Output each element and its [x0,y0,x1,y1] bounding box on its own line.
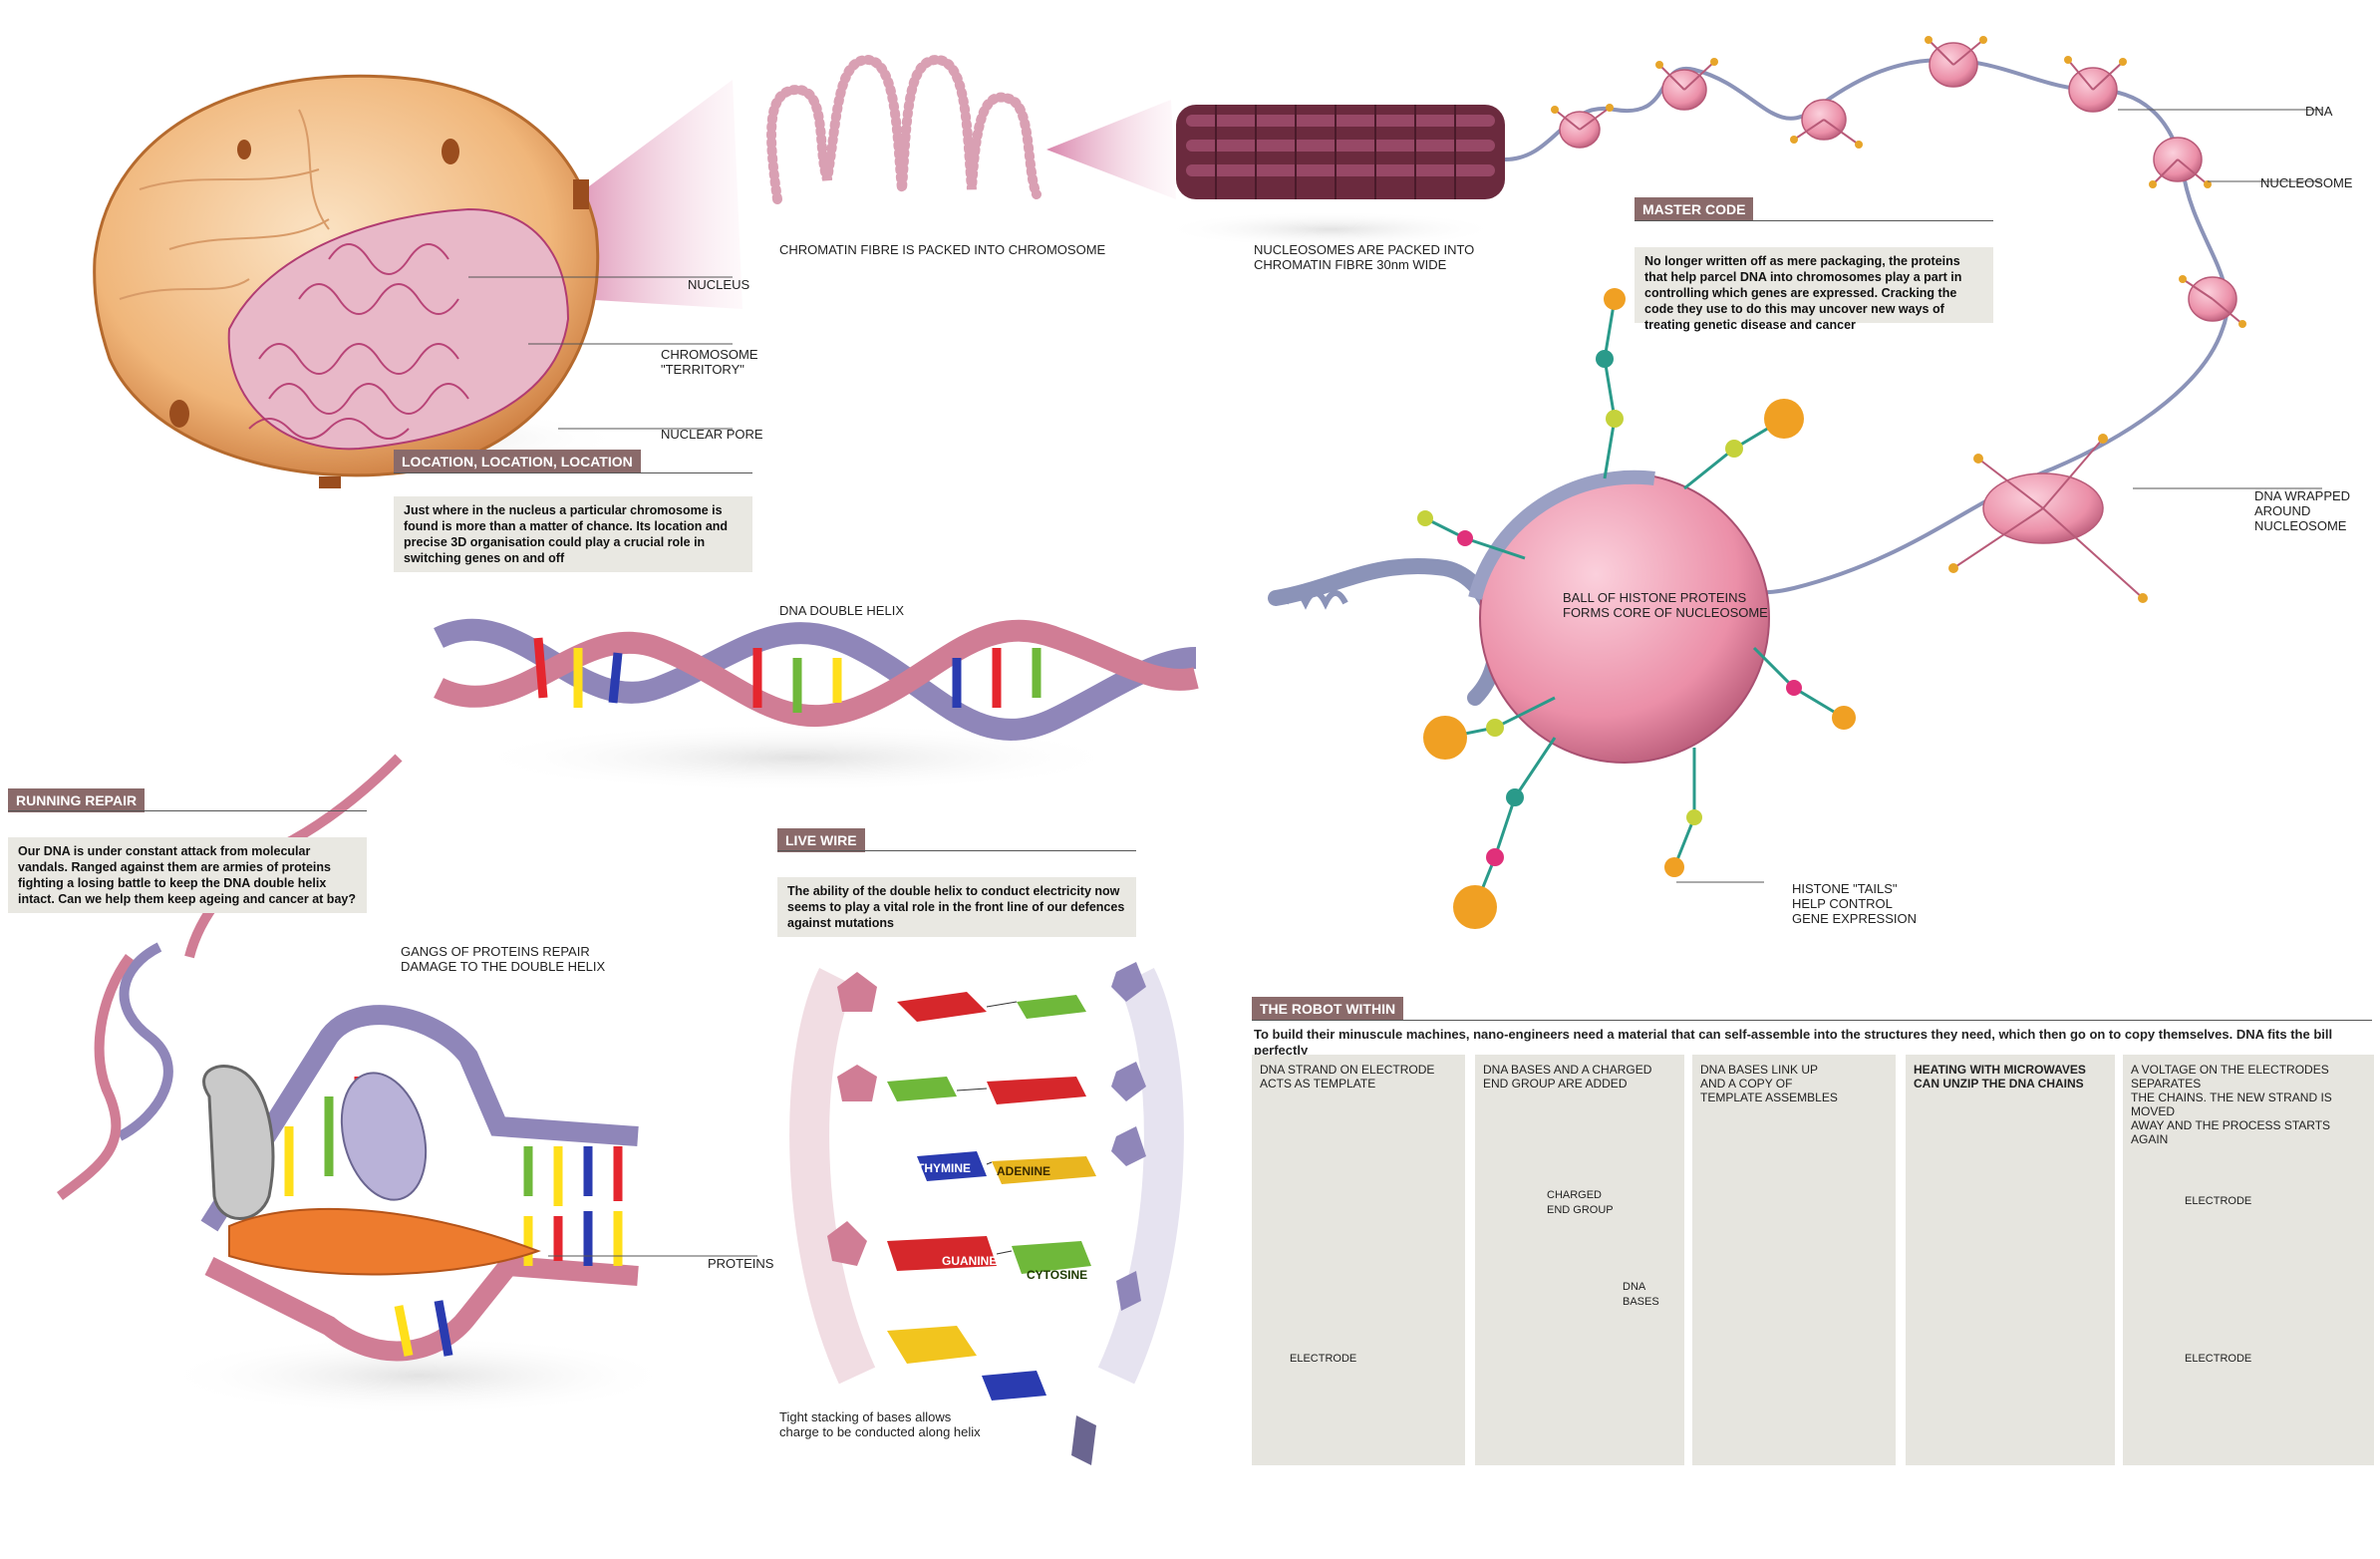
text-running-repair: Our DNA is under constant attack from mo… [8,837,367,913]
label-chromatin-fibre: CHROMATIN FIBRE IS PACKED INTO CHROMOSOM… [779,242,1106,257]
base-thymine: THYMINE [917,1161,971,1175]
label-nucleus: NUCLEUS [688,277,750,292]
robot-panel-2-text: DNA BASES AND A CHARGED END GROUP ARE AD… [1483,1063,1652,1091]
heading-master-code-rule [1635,220,1993,221]
dna-double-helix [57,618,1199,1201]
leader-lines [468,109,2322,1257]
heading-location-rule [394,472,752,473]
label-proteins: PROTEINS [708,1256,774,1271]
label-dna-double-helix: DNA DOUBLE HELIX [779,603,904,618]
heading-robot-within: THE ROBOT WITHIN [1252,997,1404,1021]
text-live-wire: The ability of the double helix to condu… [777,877,1136,937]
chromatin-fibre-30nm [1161,105,1505,247]
robot-panel-1-electrode: ELECTRODE [1290,1353,1357,1365]
text-master-code: No longer written off as mere packaging,… [1635,247,1993,332]
robot-panel-2-end-group: CHARGED END GROUP [1547,1189,1614,1216]
heading-robot-within-rule [1252,1020,2372,1021]
histone-core [1268,288,1856,929]
label-histone-tails: HISTONE "TAILS" HELP CONTROL GENE EXPRES… [1792,881,1917,926]
nucleus-illustration [93,74,743,488]
label-nucleosomes-packed: NUCLEOSOMES ARE PACKED INTO CHROMATIN FI… [1254,242,1475,272]
heading-live-wire: LIVE WIRE [777,828,865,852]
robot-panel-4: HEATING WITH MICROWAVES CAN UNZIP THE DN… [1906,1055,2115,1465]
robot-panel-2: DNA BASES AND A CHARGED END GROUP ARE AD… [1475,1055,1684,1465]
heading-running-repair-rule [8,810,367,811]
text-location: Just where in the nucleus a particular c… [394,496,752,572]
label-gangs-proteins: GANGS OF PROTEINS REPAIR DAMAGE TO THE D… [401,944,606,974]
label-dna: DNA [2305,104,2333,119]
robot-panel-5-electrode-top: ELECTRODE [2185,1195,2252,1207]
robot-panel-4-text: HEATING WITH MICROWAVES CAN UNZIP THE DN… [1914,1063,2086,1091]
repair-proteins [159,1005,678,1415]
heading-master-code: MASTER CODE [1635,197,1754,221]
label-ball-histone: BALL OF HISTONE PROTEINS FORMS CORE OF N… [1563,590,1768,620]
robot-panel-1: DNA STRAND ON ELECTRODE ACTS AS TEMPLATE… [1252,1055,1465,1465]
robot-panel-3-text: DNA BASES LINK UP AND A COPY OF TEMPLATE… [1700,1063,1838,1104]
heading-live-wire-rule [777,850,1136,851]
label-dna-wrapped: DNA WRAPPED AROUND NUCLEOSOME [2254,488,2351,533]
base-stack-ladder [789,962,1184,1465]
robot-panel-2-dna-bases: DNA BASES [1623,1281,1659,1308]
base-guanine: GUANINE [942,1254,998,1268]
robot-panel-3: DNA BASES LINK UP AND A COPY OF TEMPLATE… [1692,1055,1896,1465]
label-nuclear-pore: NUCLEAR PORE [661,427,763,442]
label-tight-stacking: Tight stacking of bases allows charge to… [779,1409,981,1439]
text-robot-within: To build their minuscule machines, nano-… [1254,1027,2333,1058]
robot-panel-5-electrode-bottom: ELECTRODE [2185,1353,2252,1365]
base-adenine: ADENINE [997,1164,1051,1178]
heading-location: LOCATION, LOCATION, LOCATION [394,450,641,473]
robot-panel-5: A VOLTAGE ON THE ELECTRODES SEPARATES TH… [2123,1055,2374,1465]
base-cytosine: CYTOSINE [1027,1268,1088,1282]
robot-panel-1-text: DNA STRAND ON ELECTRODE ACTS AS TEMPLATE [1260,1063,1435,1091]
zoom-cone-2 [1046,100,1176,199]
label-chromosome-territory: CHROMOSOME "TERRITORY" [661,347,758,377]
beads-on-string [1504,36,2246,603]
label-nucleosome: NUCLEOSOME [2260,175,2353,190]
heading-running-repair: RUNNING REPAIR [8,788,146,812]
chromosome-loops [766,54,1041,204]
robot-panel-5-text: A VOLTAGE ON THE ELECTRODES SEPARATES TH… [2131,1063,2332,1146]
